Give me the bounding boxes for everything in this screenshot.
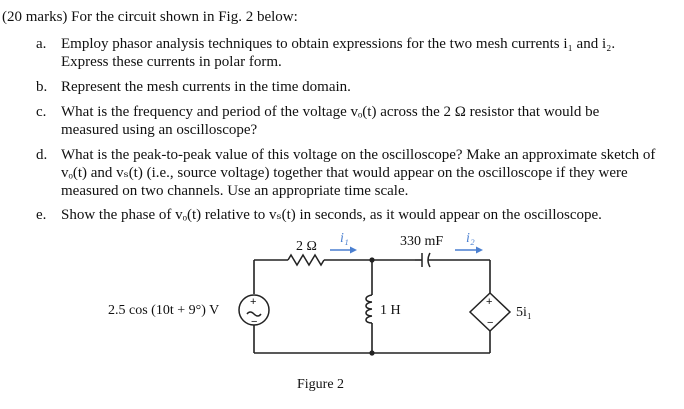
- question-letter: b.: [36, 79, 48, 95]
- source-label: 2.5 cos (10t + 9°) V: [108, 303, 219, 318]
- question-line: Represent the mesh currents in the time …: [61, 79, 351, 95]
- current-2-arrowhead: [476, 246, 483, 254]
- sine-wave-icon: [246, 311, 262, 317]
- question-text: Employ phasor analysis techniques to obt…: [61, 35, 679, 71]
- circuit-diagram: + − + − 2 Ω i₁ 330 mF i₂ 1 H 2.5 cos (10…: [108, 231, 532, 392]
- question-letter: e.: [36, 207, 47, 223]
- resistor-symbol: [287, 253, 325, 267]
- dependent-source-label: 5i₁: [516, 305, 532, 320]
- current-1-label: i₁: [340, 231, 349, 246]
- question-text: Represent the mesh currents in the time …: [61, 78, 679, 96]
- source-minus-sign: −: [251, 316, 257, 328]
- problem-header: (20 marks) For the circuit shown in Fig.…: [2, 9, 298, 25]
- current-1-arrowhead: [350, 246, 357, 254]
- current-2-label: i₂: [466, 231, 475, 246]
- question-line: What is the frequency and period of the …: [61, 104, 600, 120]
- question-letter: c.: [36, 104, 47, 120]
- dependent-minus-sign: −: [487, 317, 493, 329]
- question-line: Show the phase of vₒ(t) relative to vₛ(t…: [61, 207, 602, 223]
- dependent-plus-sign: +: [486, 296, 492, 308]
- inductor-symbol: [365, 294, 373, 324]
- question-text: What is the frequency and period of the …: [61, 103, 679, 139]
- question-text: Show the phase of vₒ(t) relative to vₛ(t…: [61, 206, 679, 224]
- question-line: measured using an oscilloscope?: [61, 122, 258, 138]
- node-dot: [369, 350, 375, 356]
- question-letter: d.: [36, 147, 48, 163]
- inductor-label: 1 H: [380, 303, 401, 318]
- capacitor-label: 330 mF: [400, 234, 443, 249]
- question-line: Express these currents in polar form.: [61, 54, 282, 70]
- question-line: What is the peak-to-peak value of this v…: [61, 147, 656, 163]
- question-line: vₒ(t) and vₛ(t) (i.e., source voltage) t…: [61, 165, 628, 181]
- source-plus-sign: +: [250, 296, 256, 308]
- question-letter: a.: [36, 36, 47, 52]
- resistor-label: 2 Ω: [296, 239, 317, 254]
- figure-caption: Figure 2: [297, 377, 344, 392]
- question-line: Employ phasor analysis techniques to obt…: [61, 36, 616, 52]
- question-line: measured on two channels. Use an appropr…: [61, 183, 409, 199]
- question-text: What is the peak-to-peak value of this v…: [61, 146, 679, 200]
